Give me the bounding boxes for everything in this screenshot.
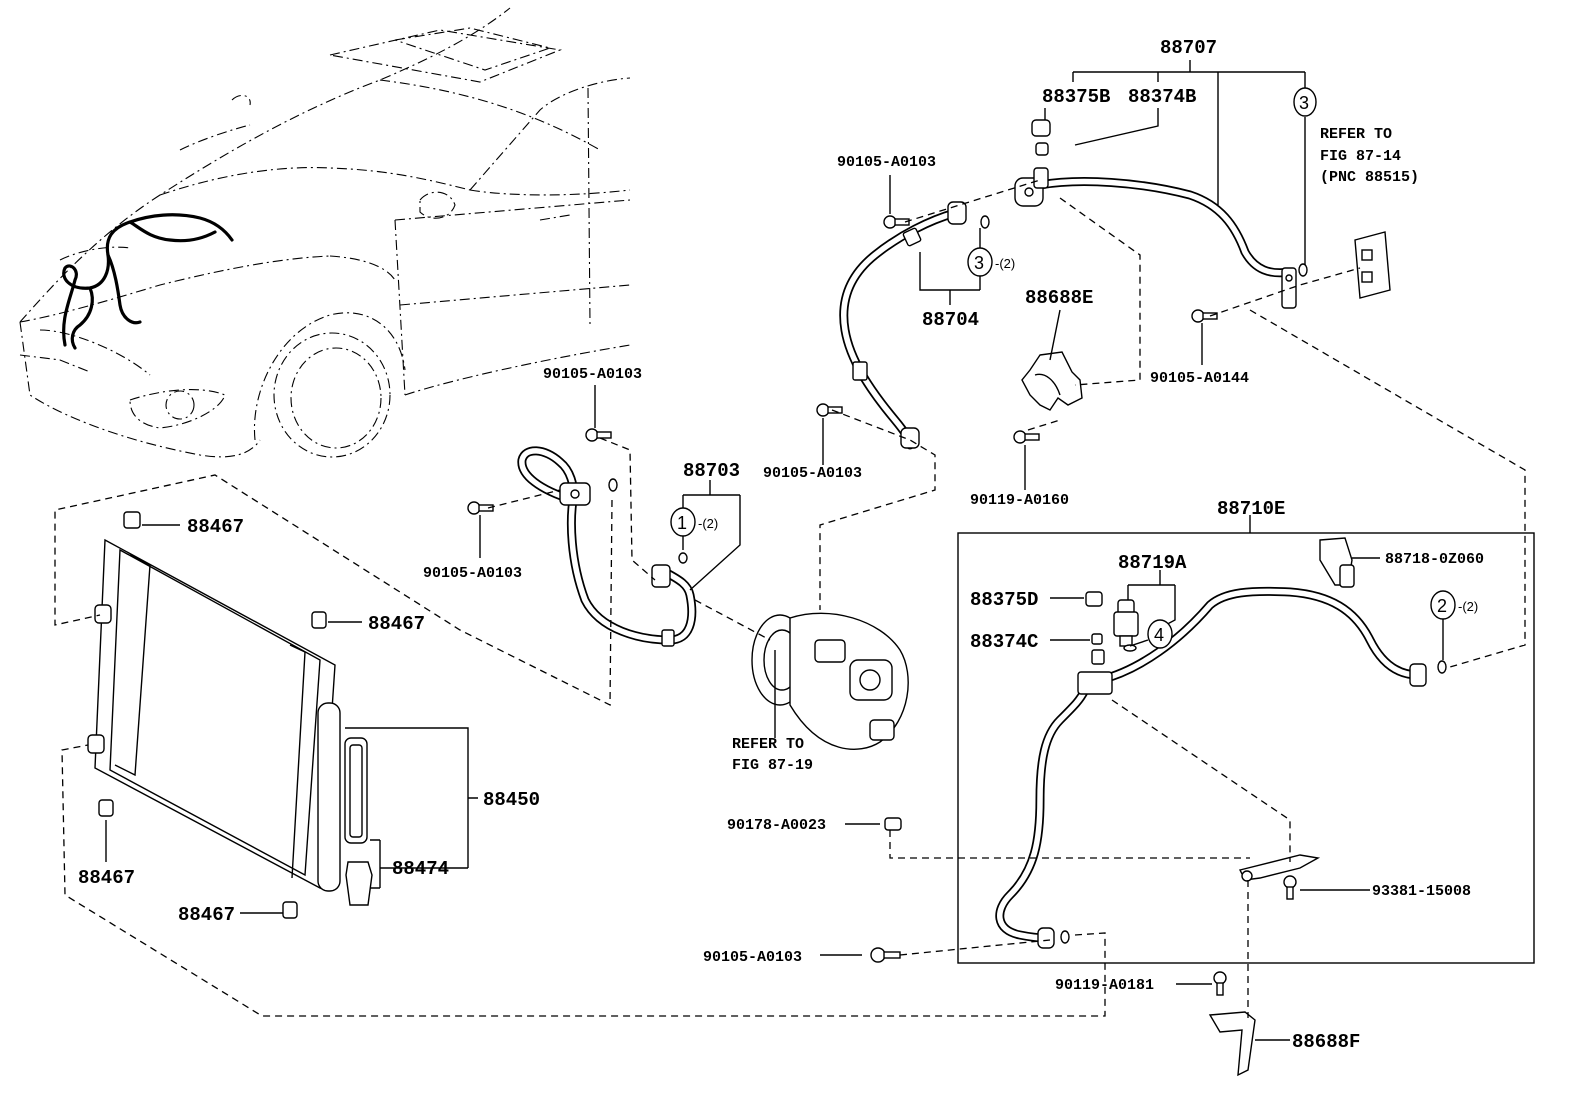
discharge-pipe-88703 [517, 446, 697, 647]
part-labels: 88707 88375B 88374B 90105-A0103 REFER TO… [78, 37, 1484, 1053]
bracket-88688E [1021, 351, 1083, 411]
callout-1-label: 1 [677, 513, 687, 533]
label-88704: 88704 [922, 309, 979, 331]
label-88375D: 88375D [970, 589, 1038, 611]
refer-fig-87-14-line2: FIG 87-14 [1320, 148, 1401, 165]
label-90105-A0103-mid: 90105-A0103 [543, 366, 642, 383]
callout-4-label: 4 [1154, 625, 1164, 645]
callout-2-qty: -(2) [1458, 599, 1478, 614]
label-90105-A0103-bot: 90105-A0103 [703, 949, 802, 966]
label-90105-A0144: 90105-A0144 [1150, 370, 1249, 387]
bolts [467, 215, 1297, 996]
label-88710E: 88710E [1217, 498, 1285, 520]
label-88467-a: 88467 [187, 516, 244, 538]
condenser-88450 [87, 511, 373, 919]
callout-3-mid-label: 3 [974, 253, 984, 273]
label-88688E: 88688E [1025, 287, 1093, 309]
label-90119-A0181: 90119-A0181 [1055, 977, 1154, 994]
refer-fig-87-19-line1: REFER TO [732, 736, 804, 753]
label-88474: 88474 [392, 858, 449, 880]
callout-4: 4 [1147, 619, 1173, 649]
callout-2-label: 2 [1437, 596, 1447, 616]
leader-lines [105, 60, 1380, 1041]
callout-3-top: 3 [1293, 87, 1317, 117]
refer-fig-87-14-line1: REFER TO [1320, 126, 1392, 143]
assembly-box-88710E [957, 532, 1535, 964]
bracket-88688F [1208, 1011, 1256, 1077]
label-88719A: 88719A [1118, 552, 1187, 574]
callout-3-top-label: 3 [1299, 93, 1309, 113]
ac-compressor [751, 612, 909, 750]
suction-hose-88707 [1014, 177, 1308, 309]
label-88467-b: 88467 [368, 613, 425, 635]
label-88375B: 88375B [1042, 86, 1110, 108]
expansion-valve [1354, 231, 1391, 299]
label-93381-15008: 93381-15008 [1372, 883, 1471, 900]
installation-guide-lines [54, 179, 1526, 1018]
label-90105-A0103-right: 90105-A0103 [763, 465, 862, 482]
label-88374B: 88374B [1128, 86, 1196, 108]
callout-2: 2 -(2) [1430, 590, 1478, 620]
label-88688F: 88688F [1292, 1031, 1360, 1053]
label-88467-d: 88467 [178, 904, 235, 926]
sensor-88718-0Z060 [1319, 537, 1355, 588]
label-88703: 88703 [683, 460, 740, 482]
label-90105-A0103-left: 90105-A0103 [423, 565, 522, 582]
wire-harness [62, 213, 234, 350]
vehicle-outline-illustration [19, 7, 631, 458]
label-88374C: 88374C [970, 631, 1038, 653]
clamp-93381 [1238, 854, 1321, 882]
label-90178-A0023: 90178-A0023 [727, 817, 826, 834]
service-valve-88375B-88374B [1031, 119, 1051, 189]
label-88718-0Z060: 88718-0Z060 [1385, 551, 1484, 568]
refer-fig-87-14-line3: (PNC 88515) [1320, 169, 1419, 186]
label-88467-c: 88467 [78, 867, 135, 889]
liquid-tube-88710E [995, 586, 1447, 949]
refer-fig-87-19-line2: FIG 87-19 [732, 757, 813, 774]
label-90119-A0160: 90119-A0160 [970, 492, 1069, 509]
callout-1-qty: -(2) [698, 516, 718, 531]
label-88450: 88450 [483, 789, 540, 811]
pressure-switch-88719A [1085, 591, 1139, 652]
callout-3-mid-qty: -(2) [995, 256, 1015, 271]
callout-1: 1 -(2) [670, 507, 718, 537]
callout-3-mid: 3 -(2) [967, 247, 1015, 277]
label-90105-A0103-top: 90105-A0103 [837, 154, 936, 171]
label-88707: 88707 [1160, 37, 1217, 59]
